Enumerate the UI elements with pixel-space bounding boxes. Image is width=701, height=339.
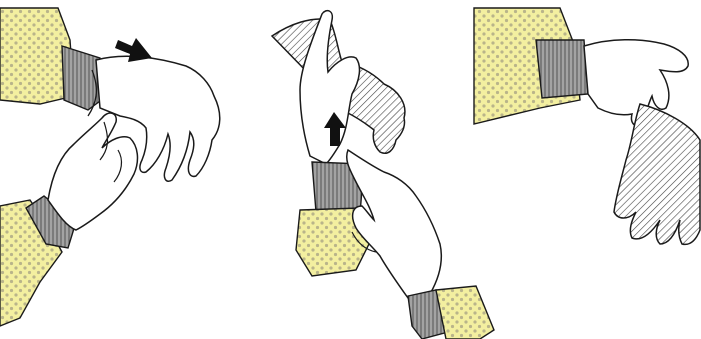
gloved-hand-icon	[48, 113, 137, 230]
knit-cuff-icon	[536, 40, 588, 98]
step-1-panel	[0, 8, 220, 326]
step-3-panel	[474, 8, 700, 244]
bare-hand-icon	[584, 40, 688, 126]
step-2-panel	[272, 11, 494, 339]
sleeve-icon	[436, 286, 494, 339]
gloved-hand-icon	[347, 150, 442, 298]
inside-out-glove-icon	[614, 104, 700, 244]
